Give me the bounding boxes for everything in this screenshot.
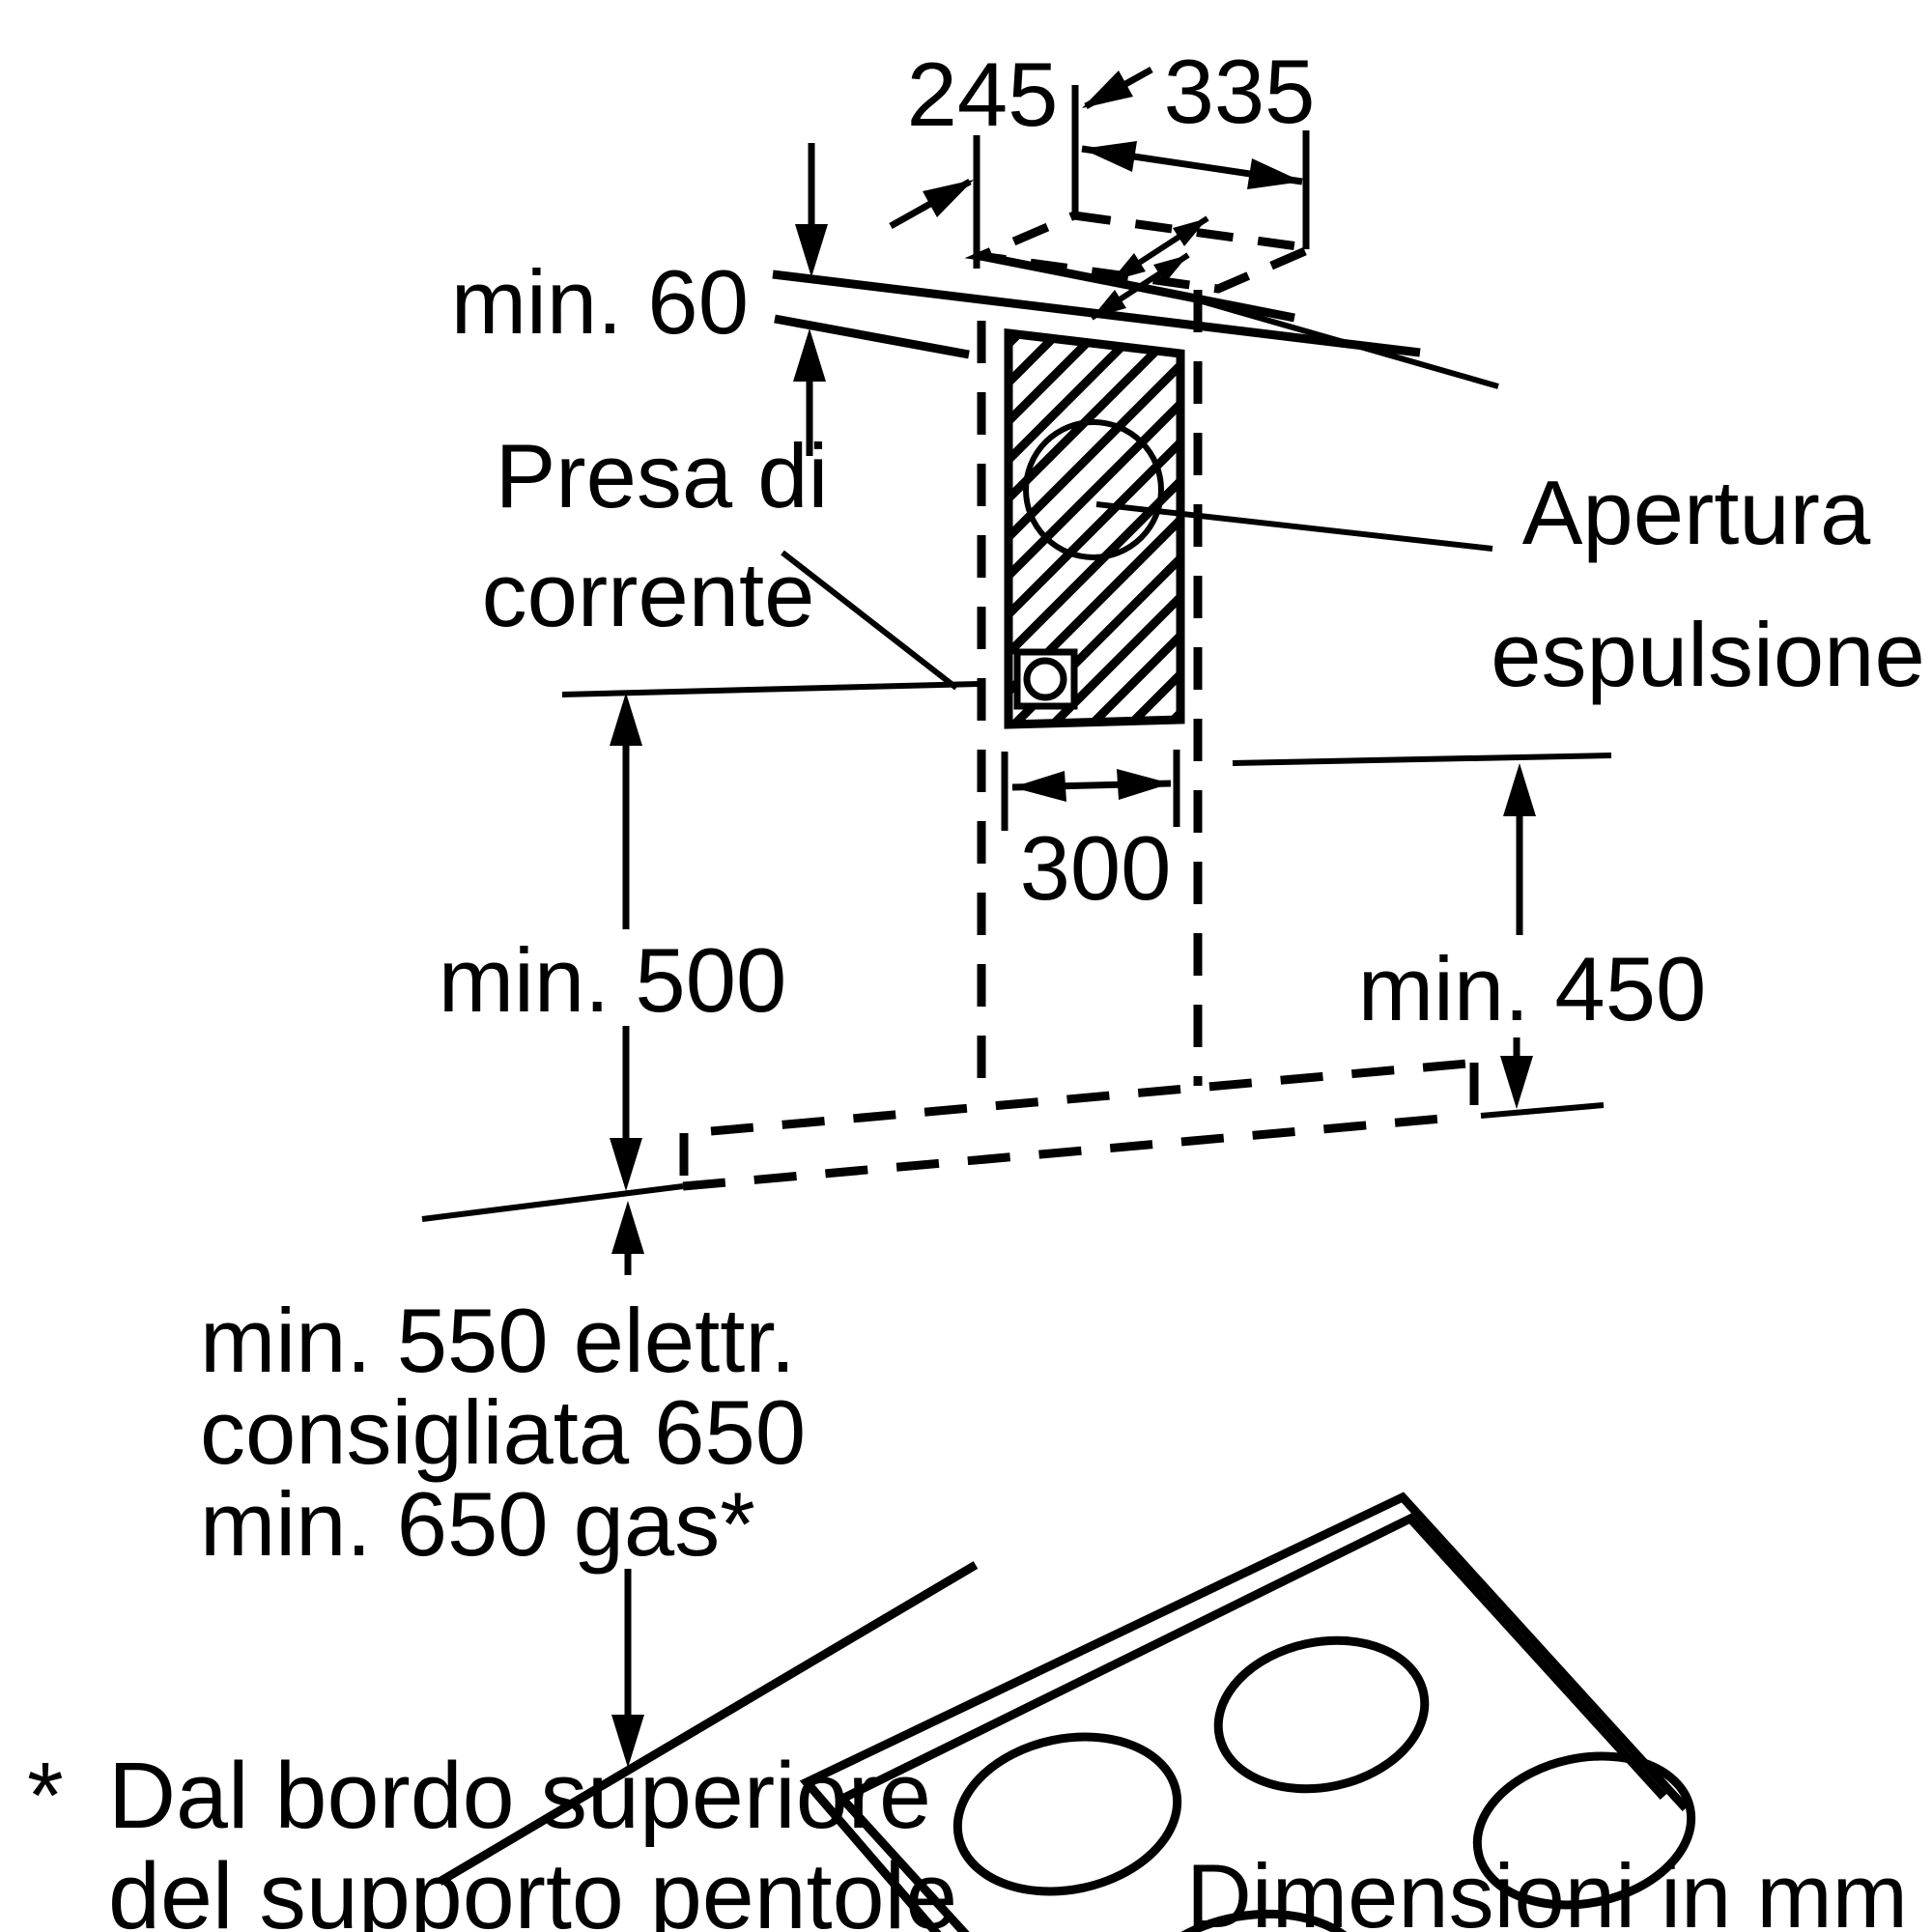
ref-line-canopy-level-right <box>1480 1102 1605 1119</box>
dim-min60-label: min. 60 <box>451 251 749 353</box>
dim-300-right-arrowhead <box>1117 769 1171 800</box>
footnote-line1: Dal bordo superiore <box>108 1743 931 1848</box>
outlet-arrow-2-head-sw <box>1092 290 1126 318</box>
outlet-leader-line-circle <box>1095 501 1493 552</box>
clearance-label-gas: min. 650 gas* <box>200 1473 755 1575</box>
dim-245-left-arrowhead <box>923 180 974 217</box>
outlet-arrow-1-head-ne <box>1173 218 1208 246</box>
footnote-marker: * <box>27 1743 64 1848</box>
hob-burner-left <box>952 1732 1182 1896</box>
dim-245-label: 245 <box>907 43 1059 145</box>
min550-down-arrowhead <box>611 1715 644 1768</box>
socket-leader-line <box>781 550 958 691</box>
hob-burner-front-partial <box>1126 1909 1376 1932</box>
min500-down-arrowhead <box>610 1138 642 1191</box>
ref-line-canopy-level-left <box>421 1183 684 1222</box>
clearance-label-electric: min. 550 elettr. <box>200 1290 796 1391</box>
dim-300-label: 300 <box>1020 817 1172 919</box>
canopy-lower-dashed-edge <box>682 1113 1453 1191</box>
canopy-upper-dashed-edge <box>710 1058 1479 1136</box>
footnote-line2: del supporto pentole <box>108 1843 957 1932</box>
dim-335-right-arrowhead <box>1247 158 1302 189</box>
power-socket-circle <box>1023 657 1067 701</box>
outlet-arrow-2-head-ne <box>1153 255 1188 283</box>
outlet-arrow-1-head-sw <box>1111 253 1146 281</box>
min450-up-arrowhead <box>1503 763 1536 816</box>
pot-support-level-line <box>437 1561 979 1886</box>
clearance-label-recommended: consigliata 650 <box>200 1381 806 1483</box>
min60-down-arrowhead <box>795 224 828 277</box>
wall-duct-hatched-area <box>1004 327 1185 729</box>
socket-annotation-line2: corrente <box>482 544 815 645</box>
top-outlet-dashed-outline <box>964 211 1328 294</box>
hob-burner-back-right <box>1213 1635 1430 1794</box>
outlet-annotation-line2: espulsione <box>1491 604 1924 705</box>
dim-245-right-arrowhead <box>1082 71 1133 108</box>
outlet-annotation-line1: Apertura <box>1522 462 1871 563</box>
ceiling-lower-edge-line <box>774 314 970 359</box>
ref-line-hood-bottom-left <box>561 681 980 697</box>
dim-335-left-arrowhead <box>1082 141 1137 172</box>
hob-outer-rim <box>799 1492 1690 1932</box>
dim-min450-label: min. 450 <box>1358 938 1707 1039</box>
units-note: Dimensioni in mm <box>1186 1845 1908 1932</box>
hob-inner-rim <box>835 1513 1667 1932</box>
socket-annotation-line1: Presa di <box>496 425 829 526</box>
outlet-leader-line-top <box>1171 290 1499 389</box>
dim-335-label: 335 <box>1164 41 1316 142</box>
min550-up-arrowhead <box>611 1201 644 1254</box>
min450-down-arrowhead <box>1500 1056 1533 1109</box>
min60-up-arrowhead <box>793 328 826 382</box>
hob-burner-right-partial <box>1472 1751 1696 1910</box>
ref-line-hood-bottom-right <box>1232 753 1612 766</box>
duct-outlet-circle <box>1023 419 1164 560</box>
dim-300-left-arrowhead <box>1012 771 1066 802</box>
dim-min500-label: min. 500 <box>439 929 787 1031</box>
min500-up-arrowhead <box>610 693 642 746</box>
